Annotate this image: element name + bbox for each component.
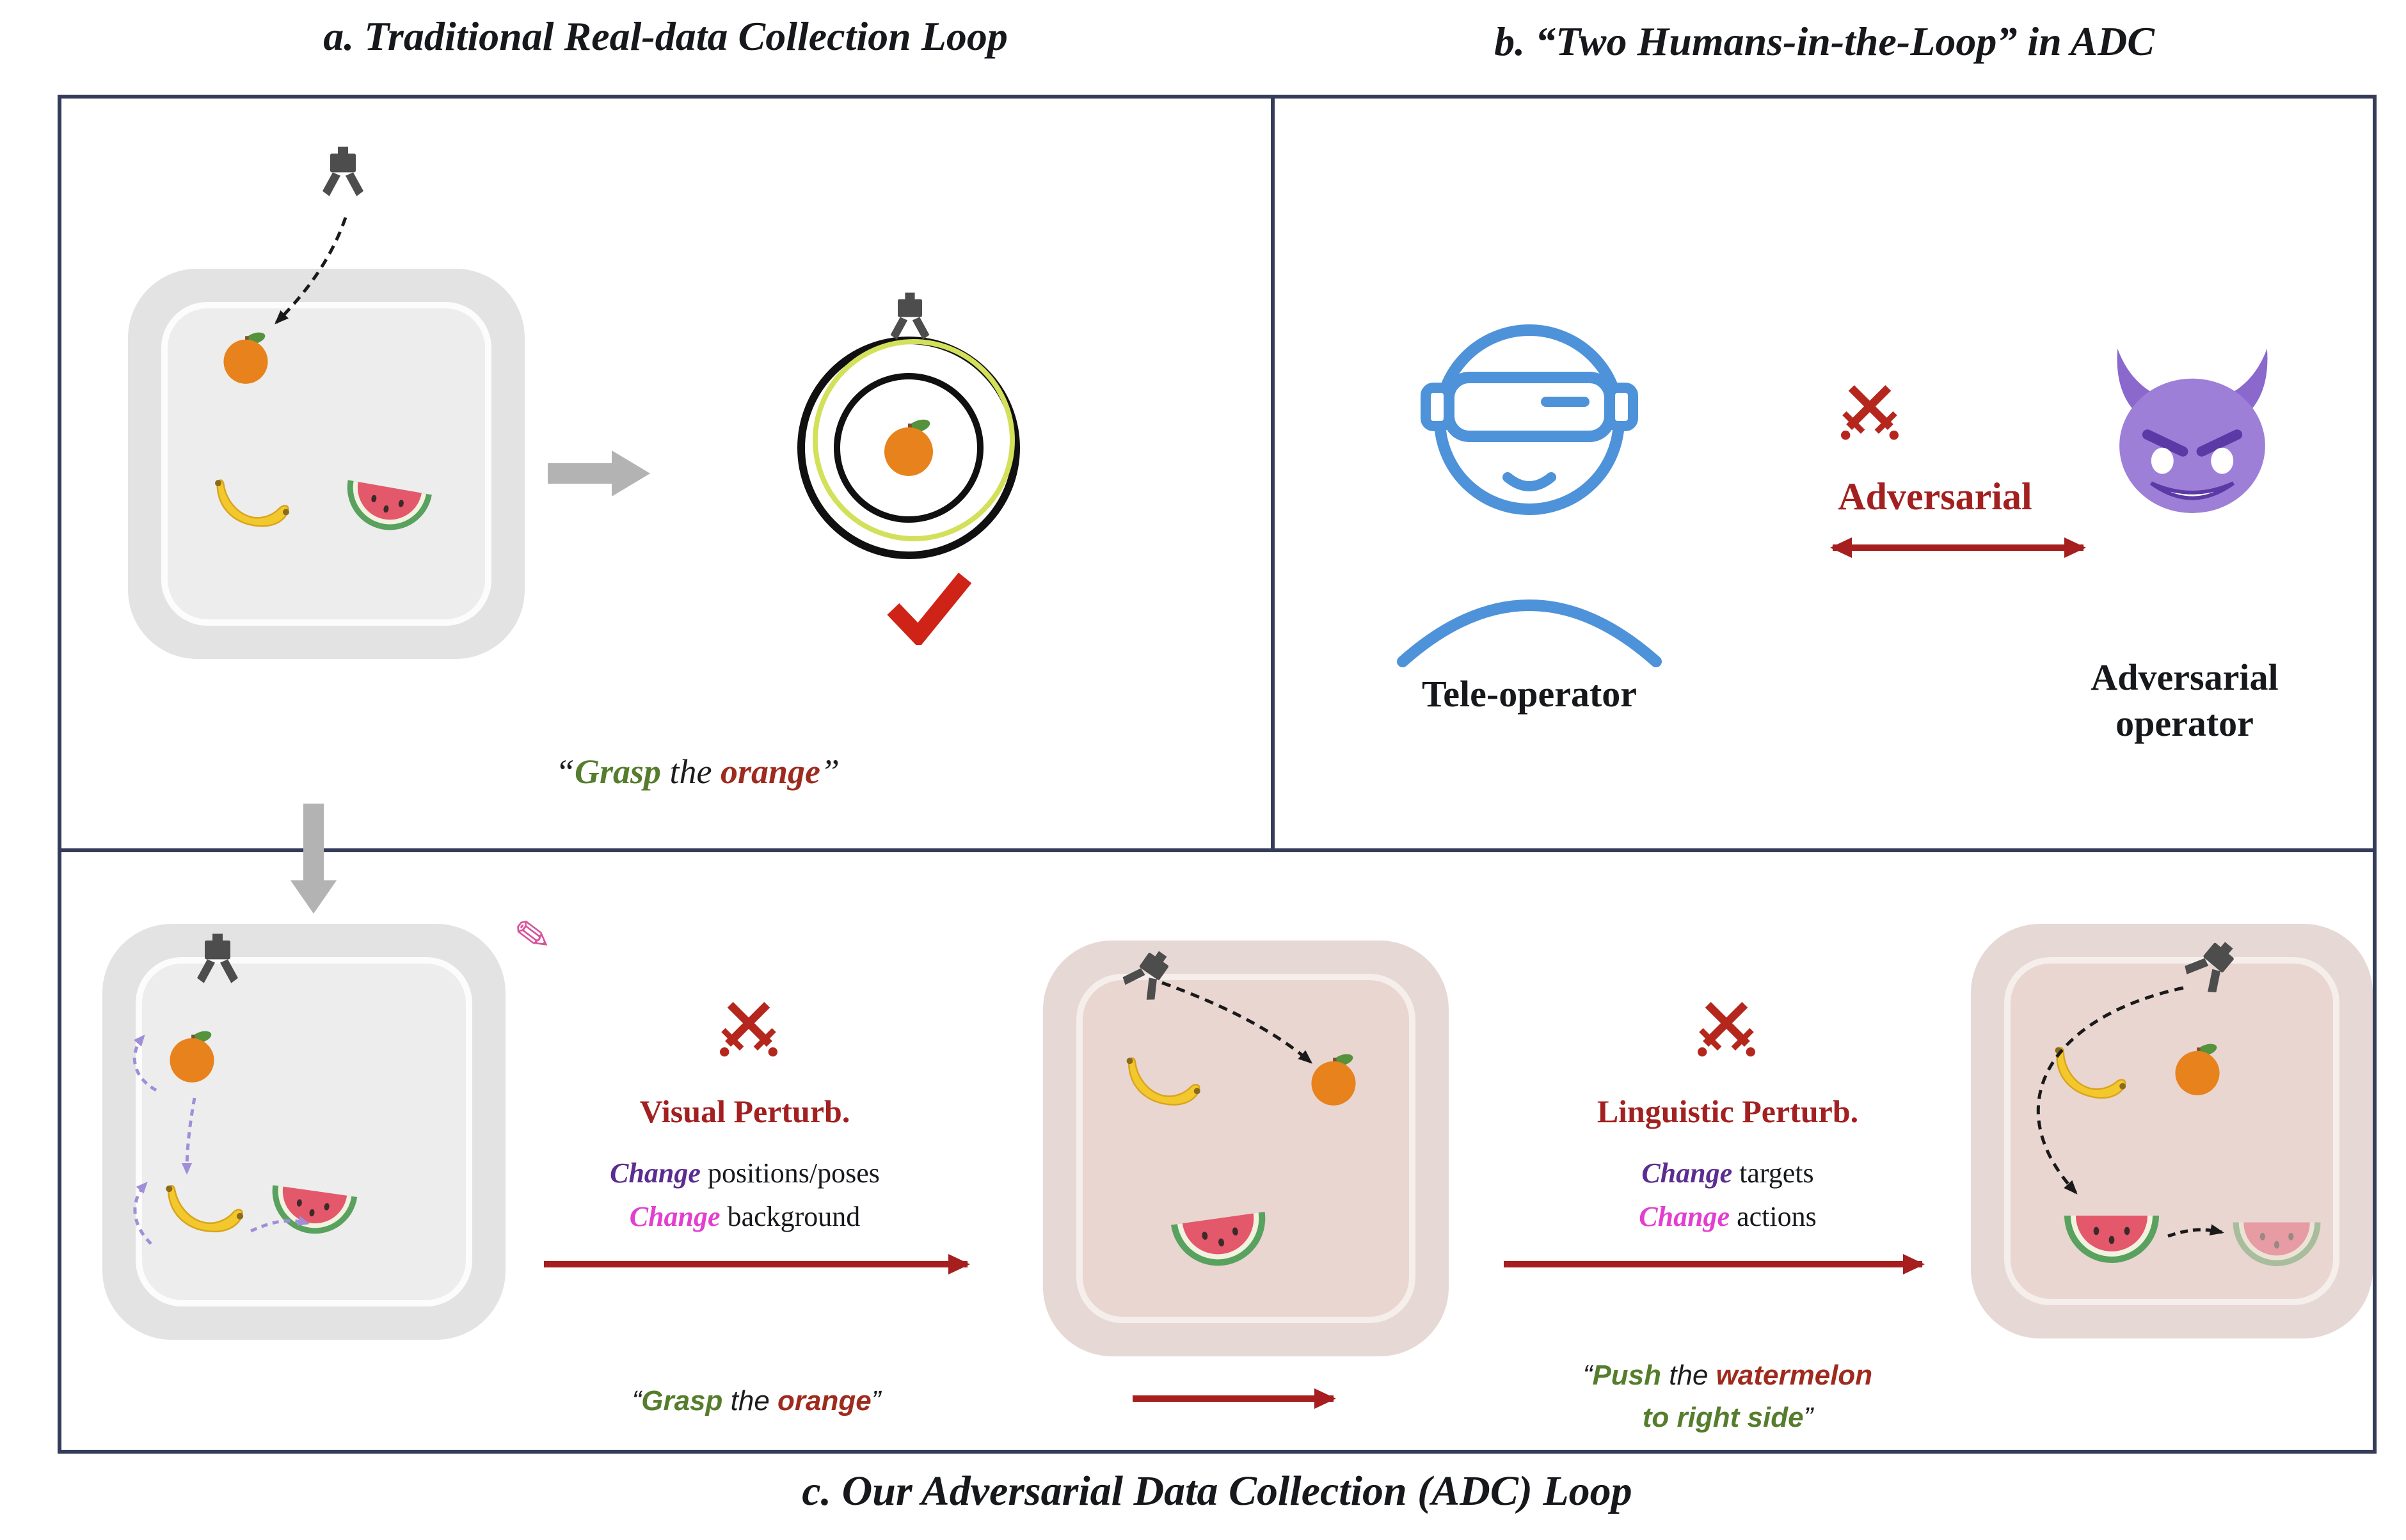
object-orange: orange: [777, 1385, 872, 1417]
panel-a-title: a. Traditional Real-data Collection Loop: [323, 13, 1008, 59]
tabletop-bin-c2: [1043, 941, 1449, 1356]
orange-icon: [170, 1029, 214, 1083]
gripper-icon: [197, 933, 238, 983]
tabletop-bin-c1: [102, 924, 506, 1340]
object-orange: orange: [721, 752, 821, 791]
adversarial-operator-line2: operator: [2115, 704, 2254, 745]
linguistic-line1-text: targets: [1732, 1157, 1814, 1189]
banana-icon: [1125, 1051, 1202, 1109]
success-target-rings: [797, 292, 1020, 559]
tabletop-bin-a-surface: [161, 302, 491, 626]
verb-push: Push: [1592, 1359, 1662, 1391]
linguistic-line2-text: actions: [1730, 1200, 1817, 1232]
visual-perturb-title: Visual Perturb.: [639, 1095, 850, 1130]
quote-open: “: [632, 1385, 642, 1417]
change-word: Change: [1639, 1200, 1730, 1232]
teleoperator-label: Tele-operator: [1421, 674, 1637, 715]
instruction-caption-grasp: “Grasp the orange”: [564, 1385, 948, 1418]
linguistic-perturb-title: Linguistic Perturb.: [1597, 1095, 1859, 1130]
push-direction: to right side: [1642, 1401, 1804, 1433]
tabletop-bin-c3: [1971, 924, 2373, 1338]
quote-close: ”: [820, 752, 840, 791]
quote-open: “: [1582, 1359, 1593, 1391]
tabletop-bin-a: [128, 269, 525, 659]
banana-icon: [2054, 1046, 2127, 1099]
linguistic-perturb-line2: Change actions: [1510, 1200, 1945, 1234]
caption-push-line1: “Push the watermelon: [1510, 1354, 1945, 1396]
caption-push-line2: to right side”: [1510, 1396, 1945, 1438]
crossed-swords-icon: [1692, 996, 1761, 1065]
verb-grasp: Grasp: [574, 752, 661, 791]
crossed-swords-icon: [714, 996, 783, 1065]
caption-mid: the: [661, 752, 721, 791]
visual-line1-text: positions/poses: [700, 1157, 880, 1189]
teleoperator-vr-icon: [1395, 298, 1664, 669]
watermelon-ghost-icon: [2233, 1222, 2321, 1266]
object-watermelon: watermelon: [1716, 1359, 1873, 1391]
figure-frame: [58, 95, 2377, 1454]
gripper-icon: [890, 292, 930, 340]
watermelon-icon: [1170, 1212, 1271, 1272]
panel-c-title: c. Our Adversarial Data Collection (ADC)…: [802, 1469, 1632, 1515]
gripper-icon: [323, 147, 363, 196]
success-check-icon: [886, 571, 973, 645]
instruction-caption-push: “Push the watermelon to right side”: [1510, 1354, 1945, 1438]
verb-grasp: Grasp: [641, 1385, 723, 1417]
devil-emoji-icon: [2099, 340, 2286, 520]
tabletop-bin-c1-surface: [136, 957, 472, 1306]
orange-icon: [2175, 1042, 2220, 1095]
orange-icon: [223, 330, 268, 384]
change-word: Change: [610, 1157, 701, 1189]
quote-open: “: [555, 752, 575, 791]
change-word: Change: [1641, 1157, 1733, 1189]
watermelon-icon: [2064, 1216, 2159, 1263]
banana-icon: [164, 1175, 246, 1239]
orange-icon: [1311, 1052, 1356, 1106]
adversarial-operator-label: Adversarial operator: [2016, 655, 2354, 748]
quote-close: ”: [1803, 1401, 1813, 1433]
linguistic-perturb-line1: Change targets: [1510, 1157, 1945, 1190]
quote-close: ”: [871, 1385, 881, 1417]
visual-line2-text: background: [720, 1200, 861, 1232]
caption-mid: the: [1661, 1359, 1716, 1391]
adversarial-label: Adversarial: [1838, 476, 2032, 518]
caption-mid: the: [722, 1385, 778, 1417]
change-word: Change: [629, 1200, 721, 1232]
instruction-caption-a: “Grasp the orange”: [314, 752, 1081, 792]
edit-pencil-icon: ✎: [511, 909, 555, 965]
vertical-divider: [1271, 95, 1275, 852]
panel-b-title: b. “Two Humans-in-the-Loop” in ADC: [1494, 18, 2155, 64]
banana-icon: [214, 472, 292, 532]
horizontal-divider: [58, 848, 2377, 852]
crossed-swords-icon: [1835, 379, 1904, 448]
watermelon-icon: [267, 1185, 358, 1239]
visual-perturb-line1: Change positions/poses: [527, 1157, 962, 1190]
adversarial-operator-line1: Adversarial: [2091, 658, 2279, 699]
visual-perturb-line2: Change background: [527, 1200, 962, 1234]
